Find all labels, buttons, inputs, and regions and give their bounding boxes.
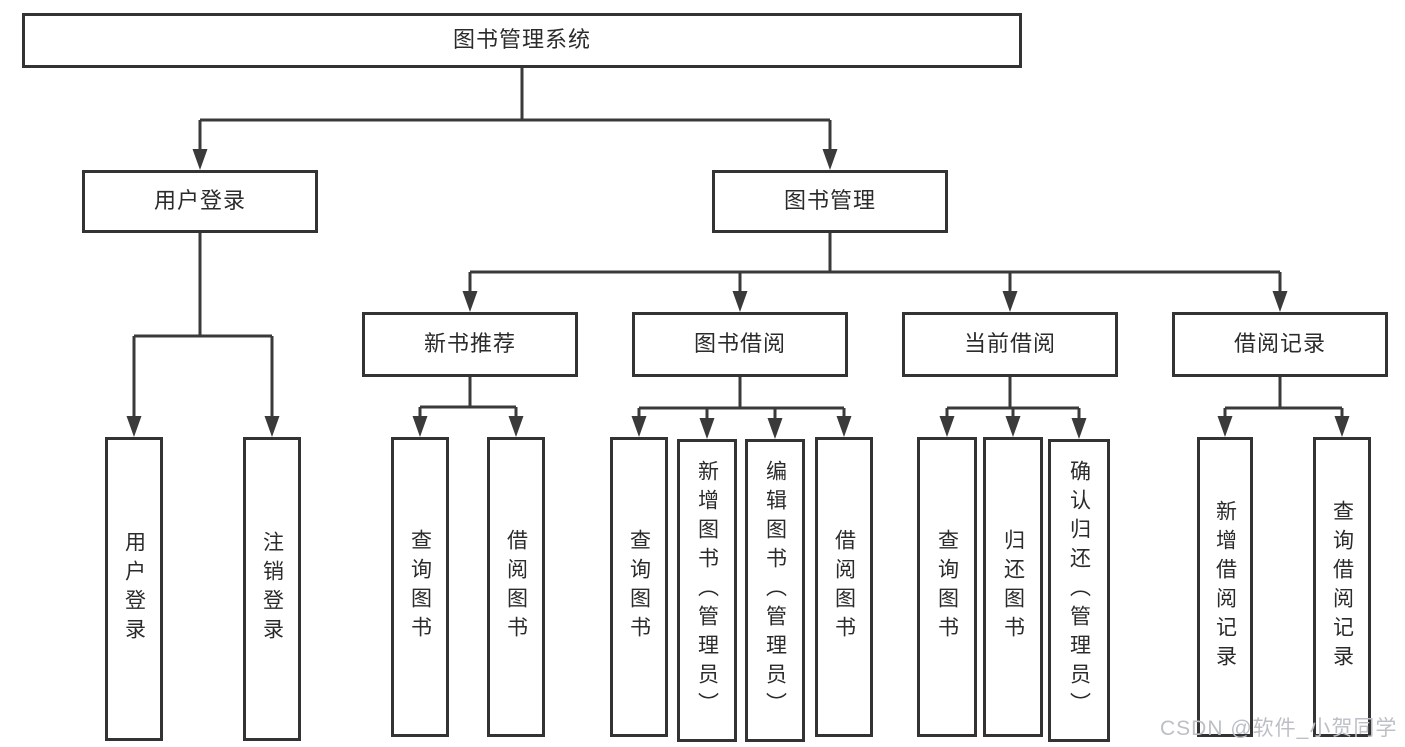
node-confirm-return-admin: 确认归还（管理员）	[1048, 439, 1110, 742]
node-root: 图书管理系统	[22, 13, 1022, 68]
arrowhead-down-icon	[1272, 291, 1288, 312]
arrowhead-down-icon	[508, 416, 524, 437]
connector	[192, 68, 838, 170]
node-logout-leaf: 注销登录	[243, 437, 301, 741]
arrowhead-down-icon	[822, 149, 838, 170]
connector	[631, 377, 852, 439]
node-add-books-admin: 新增图书（管理员）	[677, 439, 737, 742]
arrowhead-down-icon	[1334, 416, 1350, 437]
node-query-books-3: 查询图书	[917, 437, 977, 737]
arrowhead-down-icon	[732, 291, 748, 312]
node-edit-books-admin: 编辑图书（管理员）	[745, 439, 805, 742]
node-query-books-2: 查询图书	[610, 437, 668, 737]
arrowhead-down-icon	[699, 418, 715, 439]
node-root-label: 图书管理系统	[452, 27, 591, 53]
arrowhead-down-icon	[1002, 291, 1018, 312]
node-user-login: 用户登录	[82, 170, 318, 233]
connector	[939, 377, 1087, 439]
node-borrow-books-1: 借阅图书	[487, 437, 545, 737]
arrowhead-down-icon	[1071, 418, 1087, 439]
node-user-login-label: 用户登录	[153, 188, 246, 214]
node-borrow-records: 借阅记录	[1172, 312, 1388, 377]
node-user-login-leaf: 用户登录	[105, 437, 163, 741]
csdn-watermark: CSDN @软件_小贺同学	[1160, 717, 1398, 740]
arrowhead-down-icon	[126, 416, 142, 437]
arrowhead-down-icon	[264, 416, 280, 437]
connector	[462, 233, 1288, 312]
node-add-borrow-record: 新增借阅记录	[1197, 437, 1253, 737]
connector	[126, 233, 280, 437]
arrowhead-down-icon	[1217, 416, 1233, 437]
node-current-borrow: 当前借阅	[902, 312, 1118, 377]
arrowhead-down-icon	[631, 416, 647, 437]
node-return-books: 归还图书	[983, 437, 1043, 737]
arrowhead-down-icon	[767, 418, 783, 439]
arrowhead-down-icon	[412, 416, 428, 437]
node-borrow-records-label: 借阅记录	[1233, 331, 1326, 357]
arrowhead-down-icon	[1005, 416, 1021, 437]
node-book-borrow-label: 图书借阅	[693, 331, 786, 357]
node-book-management: 图书管理	[712, 170, 948, 233]
node-query-borrow-record: 查询借阅记录	[1313, 437, 1371, 737]
node-new-book-recommend: 新书推荐	[362, 312, 578, 377]
connector	[412, 377, 524, 437]
node-book-borrow: 图书借阅	[632, 312, 848, 377]
arrowhead-down-icon	[939, 416, 955, 437]
node-query-books-1: 查询图书	[391, 437, 449, 737]
node-new-book-recommend-label: 新书推荐	[423, 331, 516, 357]
connector	[1217, 377, 1350, 437]
node-book-management-label: 图书管理	[783, 188, 876, 214]
node-borrow-books-2: 借阅图书	[815, 437, 873, 737]
arrowhead-down-icon	[836, 416, 852, 437]
node-current-borrow-label: 当前借阅	[963, 331, 1056, 357]
arrowhead-down-icon	[462, 291, 478, 312]
arrowhead-down-icon	[192, 149, 208, 170]
